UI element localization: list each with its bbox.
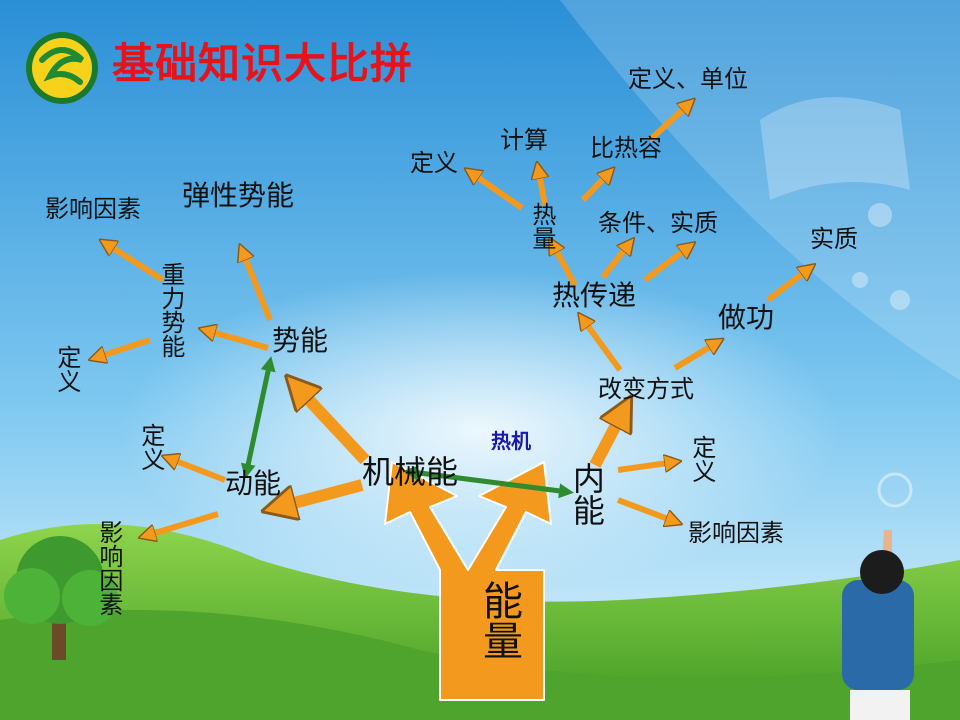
label-energy-root: 能量: [462, 580, 522, 660]
label-transfer-conditions: 条件、实质: [598, 210, 718, 237]
label-heat-quantity: 热量: [528, 202, 555, 250]
label-kinetic-definition: 定义: [137, 423, 164, 471]
label-change-methods: 改变方式: [598, 376, 694, 403]
label-mechanical-energy: 机械能: [362, 455, 458, 491]
label-heat-calculation: 计算: [500, 127, 548, 154]
label-specific-heat: 比热容: [590, 135, 662, 162]
label-specific-heat-def-unit: 定义、单位: [628, 66, 748, 93]
label-kinetic-factors: 影响因素: [95, 520, 122, 616]
page-title: 基础知识大比拼: [112, 30, 413, 91]
label-gravity-definition: 定义: [53, 345, 80, 393]
label-heat-engine: 热机: [491, 430, 531, 452]
thick-arrow-to-kinetic: [275, 485, 362, 508]
label-heat-transfer: 热传递: [552, 280, 636, 311]
label-work-essence: 实质: [810, 226, 858, 253]
label-gravity-potential: 重力势能: [157, 262, 184, 358]
label-internal-energy: 内能: [568, 462, 604, 526]
label-gravity-factors: 影响因素: [45, 196, 141, 223]
label-internal-definition: 定义: [688, 435, 715, 483]
thick-arrow-to-potential: [295, 385, 365, 460]
label-internal-factors: 影响因素: [688, 520, 784, 547]
label-doing-work: 做功: [718, 302, 774, 333]
label-kinetic-energy: 动能: [225, 468, 281, 499]
green-arrow-potential-kinetic: [247, 362, 270, 470]
label-potential-energy: 势能: [272, 325, 328, 356]
label-heat-definition: 定义: [410, 150, 458, 177]
thick-arrow-to-change-methods: [595, 408, 625, 465]
label-elastic-potential: 弹性势能: [182, 180, 294, 211]
